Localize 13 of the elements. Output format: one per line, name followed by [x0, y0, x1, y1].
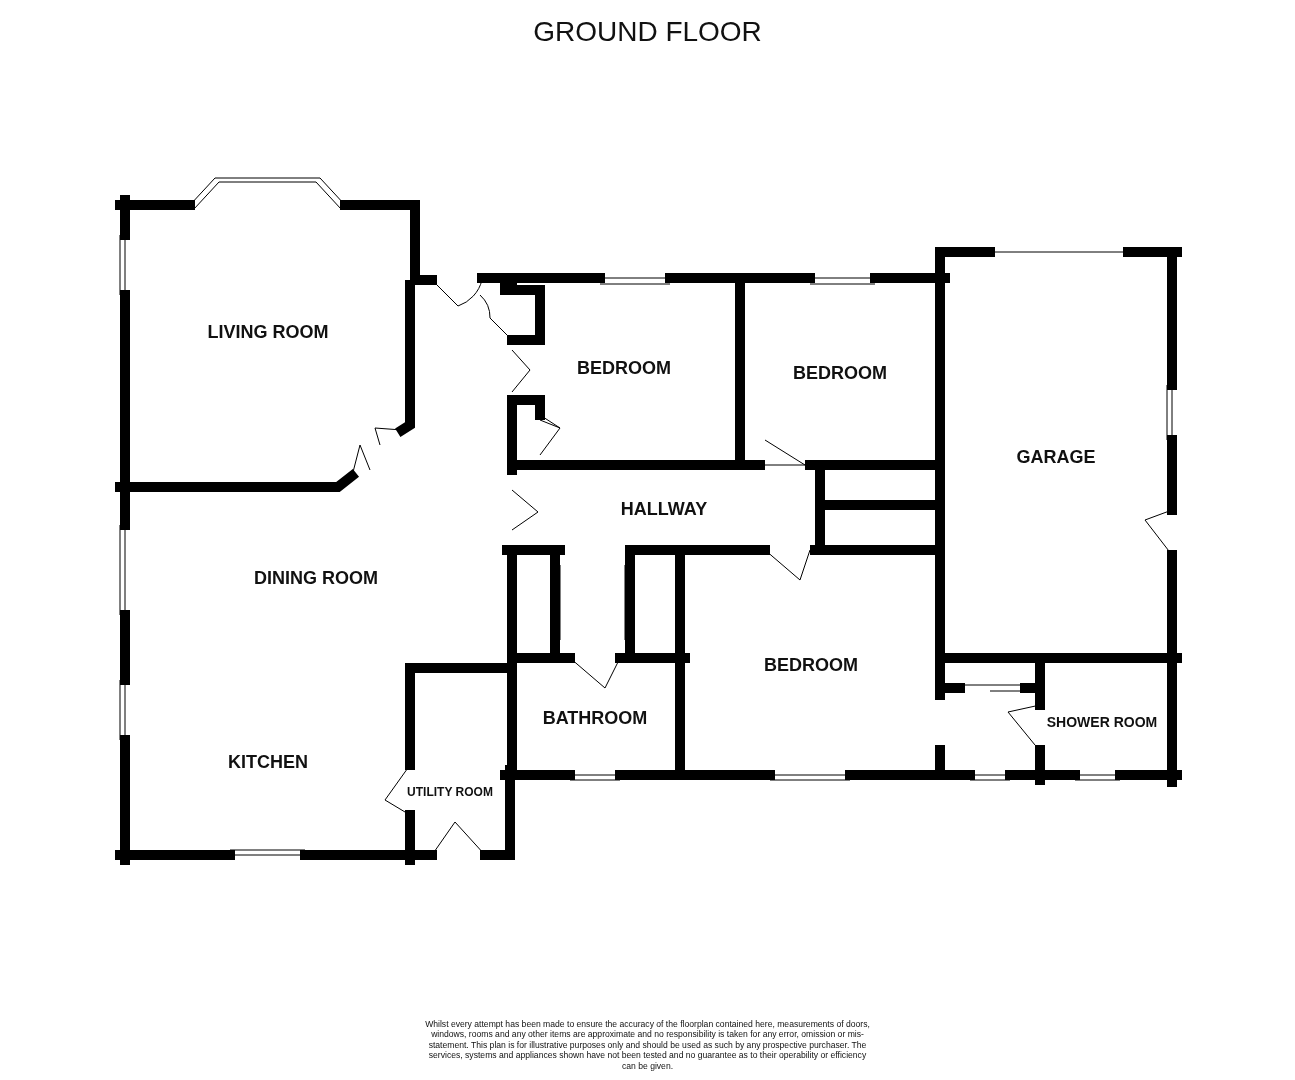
room-label: GARAGE	[1016, 446, 1096, 468]
plan-title: GROUND FLOOR	[532, 16, 763, 48]
room-label: SHOWER ROOM	[1046, 714, 1158, 730]
room-label: UTILITY ROOM	[407, 785, 493, 799]
disclaimer-caption: Whilst every attempt has been made to ensure the accuracy of the floorplan contained here, measurements of doors, windows, rooms and any other items are approximate and no responsibility is taken for any error, omission or mis-statement. This plan is for illustrative purposes only and should be used as such by any prospective purchaser. The services, systems and appliances shown have not been tested and no guarantee as to their operability or efficiency can be given.	[425, 1019, 870, 1072]
room-label: BEDROOM	[764, 654, 858, 676]
room-label: BATHROOM	[542, 707, 648, 729]
room-label: BEDROOM	[793, 362, 887, 384]
room-label: KITCHEN	[228, 751, 308, 773]
room-label: HALLWAY	[620, 498, 708, 520]
room-label: BEDROOM	[577, 357, 671, 379]
room-label: DINING ROOM	[254, 567, 378, 589]
room-label: LIVING ROOM	[207, 321, 329, 343]
